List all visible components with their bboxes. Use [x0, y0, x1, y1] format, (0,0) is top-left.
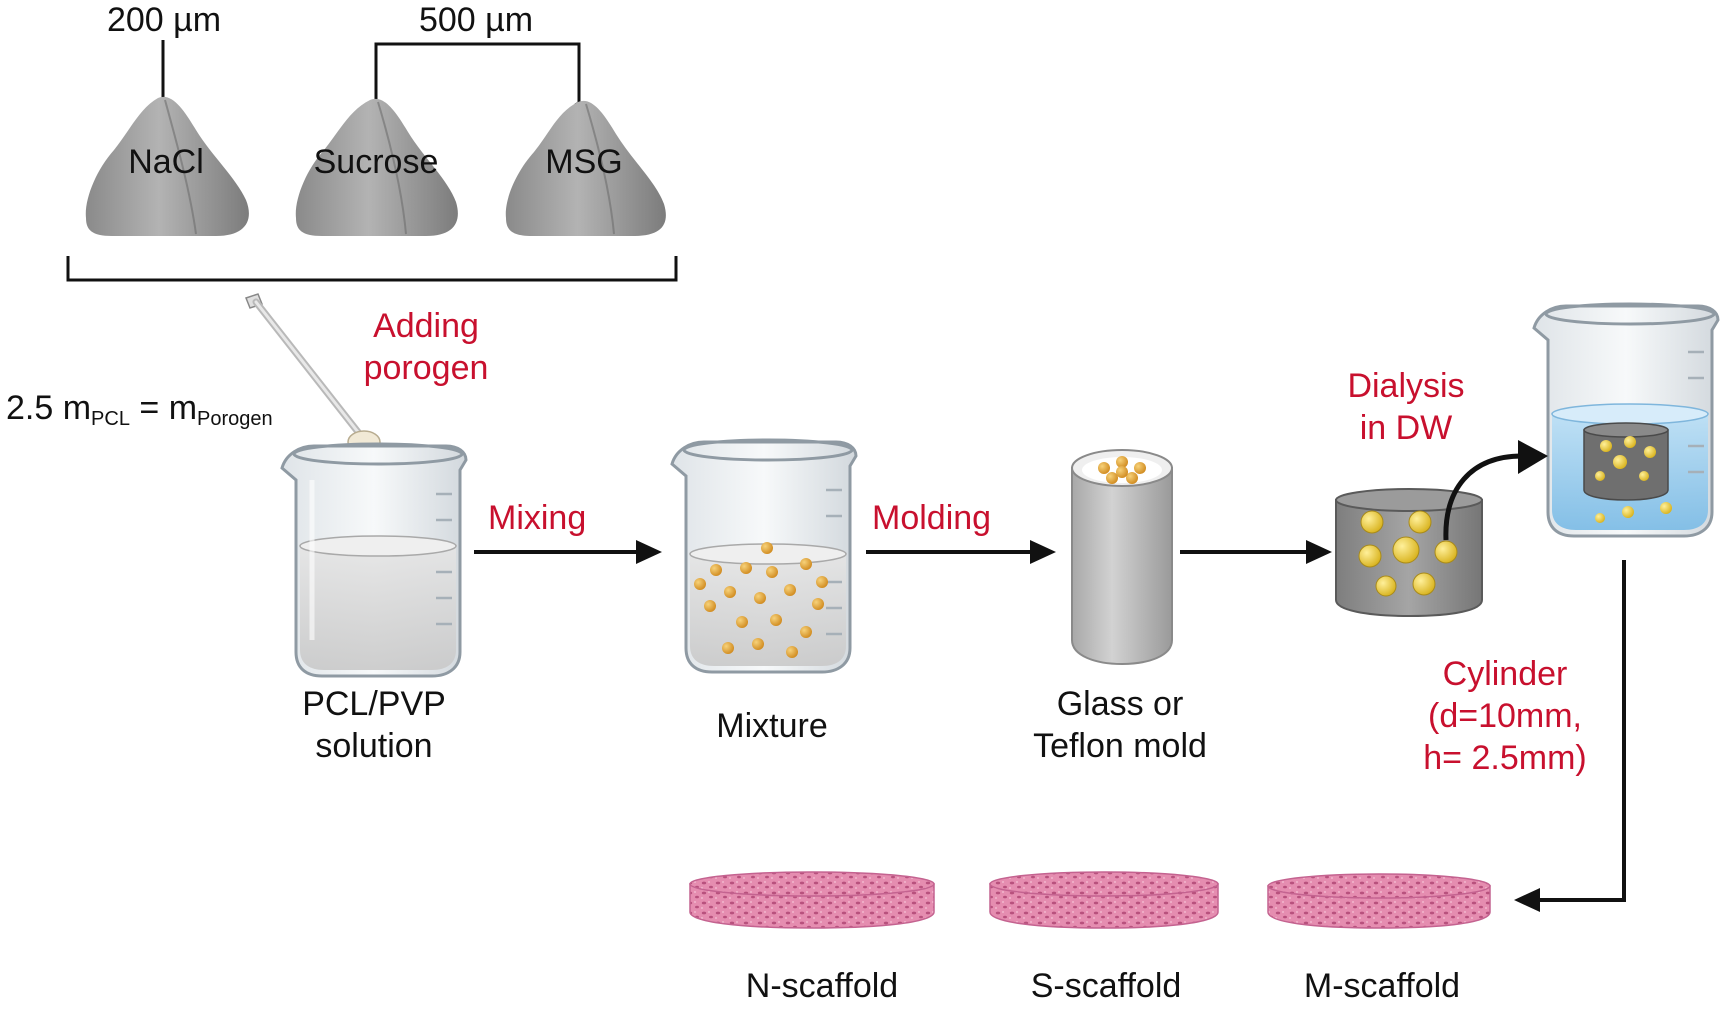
step-dialysis-line2: in DW — [1359, 409, 1453, 447]
porogen-label-sucrose: Sucrose — [313, 143, 439, 181]
arrow-to-beaker — [1443, 453, 1523, 541]
scaffold-disk-s — [989, 871, 1219, 929]
porogen-ratio-formula: 2.5 mPCL = mPorogen — [6, 388, 273, 439]
scaffold-disk-n — [689, 871, 935, 929]
step-cylinder-line3: h= 2.5mm) — [1423, 739, 1587, 777]
label-mixture: Mixture — [716, 707, 828, 745]
formula-equals: = m — [129, 389, 198, 427]
porogen-bracket — [66, 256, 678, 282]
label-solution-line2: solution — [315, 727, 433, 765]
porogen-label-nacl: NaCl — [128, 143, 204, 181]
formula-sub-pcl: PCL — [91, 408, 130, 430]
arrow-molding-head — [1030, 540, 1056, 564]
scaffold-disk-m — [1267, 873, 1491, 929]
label-m-scaffold: M-scaffold — [1303, 967, 1461, 1005]
porogen-label-msg: MSG — [545, 143, 623, 181]
formula-prefix: 2.5 m — [6, 389, 92, 427]
pile-nacl — [85, 96, 249, 236]
step-adding-porogen-line1: Adding — [373, 307, 479, 345]
label-mold-line2: Teflon mold — [1033, 727, 1207, 765]
pile-msg — [505, 100, 666, 236]
arrow-mixing-head — [636, 540, 662, 564]
beaker-mixture — [670, 438, 858, 674]
step-adding-porogen-line2: porogen — [363, 349, 489, 387]
label-s-scaffold: S-scaffold — [1030, 967, 1182, 1005]
mold-icon — [1071, 449, 1173, 666]
pile-sucrose — [295, 98, 458, 236]
beaker-dialysis — [1532, 302, 1720, 538]
size-label-200: 200 µm — [106, 1, 222, 39]
size-label-500: 500 µm — [418, 1, 534, 39]
arrow-to-dialysis-head — [1306, 540, 1332, 564]
step-molding: Molding — [872, 499, 992, 537]
arrow-to-scaffolds — [1536, 560, 1626, 902]
scaffold-cylinder-icon — [1335, 488, 1483, 618]
arrow-to-beaker-head — [1518, 440, 1548, 474]
size-connector-500 — [374, 42, 581, 108]
step-dialysis-line1: Dialysis — [1347, 367, 1465, 405]
label-n-scaffold: N-scaffold — [745, 967, 899, 1005]
arrow-to-scaffolds-head — [1514, 888, 1540, 912]
label-mold-line1: Glass or — [1056, 685, 1184, 723]
step-cylinder-line1: Cylinder — [1442, 655, 1568, 693]
beaker-solution — [280, 442, 468, 678]
step-mixing: Mixing — [488, 499, 587, 537]
label-solution-line1: PCL/PVP — [302, 685, 446, 723]
step-cylinder-line2: (d=10mm, — [1428, 697, 1582, 735]
formula-sub-porogen: Porogen — [197, 408, 273, 430]
